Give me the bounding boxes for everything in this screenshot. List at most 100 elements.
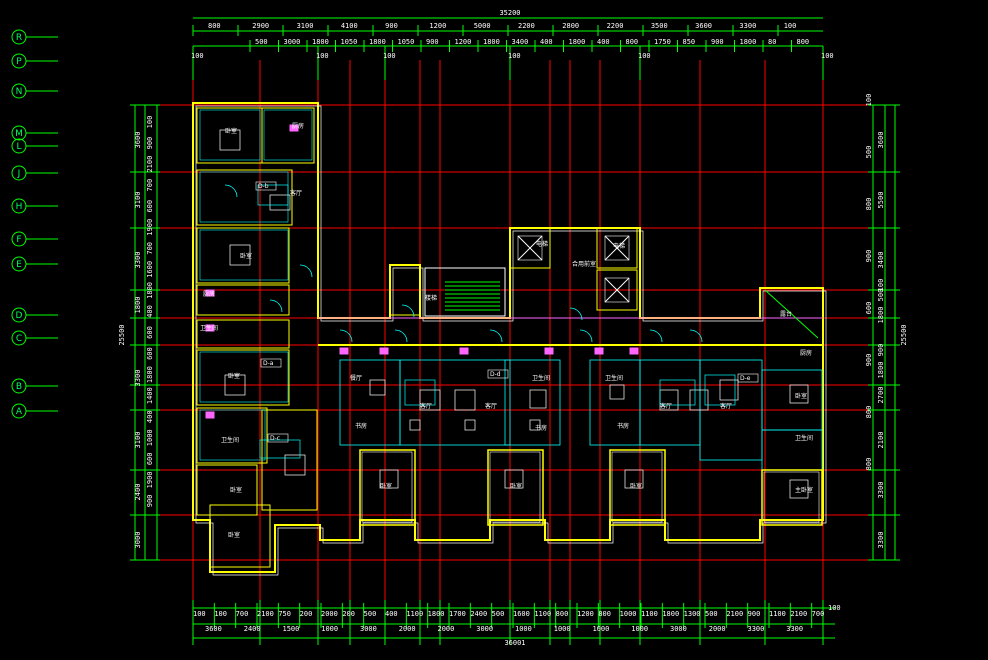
dim-left-span-value: 3100 [134,432,142,449]
dim-top-row2-value: 80 [768,38,776,46]
dim-bottom-row1-value: 1100 [769,610,786,618]
room-label: 餐厅 [350,374,362,382]
door-swing [649,329,663,343]
unit-tag-box [260,358,282,368]
dim-bottom-row1-value: 200 [342,610,355,618]
dim-left-fine-value: 600 [146,326,154,339]
dim-right-fine-value: 800 [865,198,873,211]
elevator-car [604,277,630,303]
dim-right-span-value: 1800 [877,307,885,324]
dim-bottom-row1-value: 1200 [577,610,594,618]
axis-label-L: L [16,142,21,152]
furniture-item [624,469,644,489]
dim-top-row2-value: 800 [797,38,810,46]
dim-top-row2-value: 1800 [483,38,500,46]
furniture-item [269,194,291,211]
dim-top-row2-value: 1050 [398,38,415,46]
elevator-shaft [509,227,551,269]
furniture-item [609,384,625,400]
axis-label-H: H [16,202,23,212]
unit-tag-box [255,181,277,191]
dim-right-fine-value: 900 [865,354,873,367]
elevator-cross [604,235,630,261]
room-label: 电梯 [536,240,548,248]
furniture-item [789,479,809,499]
dim-bottom-row1-value: 1000 [620,610,637,618]
building-inner-wall [195,105,827,576]
dim-top-total: 35200 [499,9,520,17]
unit-room-wall [589,359,641,446]
dim-bottom-row2-value: 1000 [631,625,648,633]
dim-top-row2-value: 3400 [512,38,529,46]
dim-left-fine-value: 2100 [146,156,154,173]
room-label: 卫生间 [200,324,218,332]
dim-right-span-value: 500 [877,289,885,302]
dim-top-row1-value: 3100 [297,22,314,30]
room-label: 楼梯 [425,294,437,302]
dim-top-row2-value: 1200 [455,38,472,46]
dim-bottom-row1-value: 2000 [321,610,338,618]
axis-label-C: C [16,334,22,344]
elevator-car [604,235,630,261]
axis-label-B: B [16,382,22,392]
room-wall [196,169,293,226]
furniture-item [504,469,524,489]
dim-right-span-value: 3600 [877,132,885,149]
dim-right-fine-value: 600 [865,302,873,315]
axis-label-P: P [16,57,22,67]
dim-top-row2-value: 1800 [369,38,386,46]
dim-top-row2-value: 500 [255,38,268,46]
dim-top-row2-value: 1800 [569,38,586,46]
dim-right-span-value: 5500 [877,192,885,209]
axis-label-F: F [16,235,21,245]
dim-left-fine-value: 900 [146,495,154,508]
dim-top-row2-value: 3000 [284,38,301,46]
bedroom-wall [761,469,823,526]
window-marker [459,347,469,355]
dim-right-span-value: 1800 [877,362,885,379]
dim-top-row2-value: 850 [683,38,696,46]
room-label: 卫生间 [532,374,550,382]
window-marker [594,347,604,355]
dim-top-row1-value: 3500 [651,22,668,30]
dim-bottom-row1-value: 900 [748,610,761,618]
dim-bottom-row2-value: 3000 [670,625,687,633]
dim-bottom-row1-value: 1800 [662,610,679,618]
room-label: 合用前室 [572,260,596,268]
window-marker [629,347,639,355]
unit-tag: D-e [740,375,751,382]
room-inner-wall [263,109,313,161]
dimension-lines [130,17,900,645]
dim-bottom-row1-value: 800 [556,610,569,618]
dim-right-span-value: 2700 [877,387,885,404]
room-label: 卧室 [380,482,392,490]
room-label: 客厅 [420,402,432,410]
unit-tag: D-a [263,360,274,367]
dim-bottom-row1-value: 1300 [684,610,701,618]
dim-bottom-row1-value: 1700 [449,610,466,618]
furniture-item [284,454,306,476]
dim-bottom-row2-value: 1000 [321,625,338,633]
dim-bottom-row2-value: 1000 [593,625,610,633]
door-swing [394,329,408,343]
dim-top-row1-value: 100 [784,22,797,30]
dim-top-row3-value: 100 [316,52,329,60]
dim-left-span-value: 2400 [134,484,142,501]
room-label: 卧室 [230,486,242,494]
room-label: 书房 [617,422,629,430]
dim-bottom-row2-value: 1000 [515,625,532,633]
unit-tag: D-c [270,435,280,442]
dim-top-row3-value: 100 [191,52,204,60]
room-label: 书房 [355,422,367,430]
unit-tag: D-d [490,371,501,378]
dim-top-row1-value: 1200 [429,22,446,30]
dim-bottom-row1-value: 700 [812,610,825,618]
axis-label-A: A [16,407,23,417]
axis-label-N: N [16,87,23,97]
dim-top-row2-value: 1800 [740,38,757,46]
elevator-shaft [596,227,638,269]
sofa [259,439,301,459]
sofa [704,374,736,406]
furniture-item [409,419,421,431]
unit-tag-box [487,369,509,379]
